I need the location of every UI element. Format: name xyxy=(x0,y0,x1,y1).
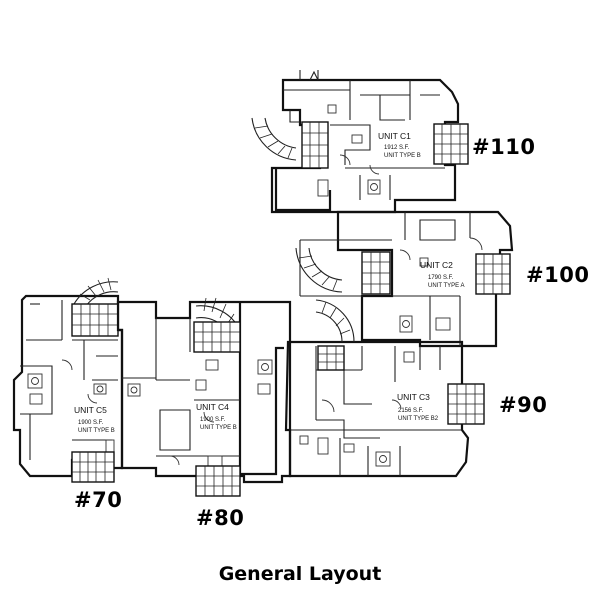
unit-type: UNIT TYPE B xyxy=(384,153,421,159)
courtyard-c4-top xyxy=(193,321,241,353)
courtyard-c2-right xyxy=(475,253,511,295)
courtyard-c3-left xyxy=(317,345,345,371)
unit-area: 2156 S.F. xyxy=(398,408,424,414)
unit-label-c5: UNIT C5 1900 S.F. UNIT TYPE B xyxy=(74,405,115,434)
lot-number-c1: #110 xyxy=(472,135,536,159)
unit-area: 1900 S.F. xyxy=(78,420,104,426)
lot-number-c3: #90 xyxy=(499,393,548,417)
unit-area: 1912 S.F. xyxy=(384,145,410,151)
courtyard-c5-bottom xyxy=(71,451,115,483)
patio-arc-c1 xyxy=(251,117,297,161)
patio-arc-c5 xyxy=(73,277,119,307)
unit-name: UNIT C5 xyxy=(74,405,107,415)
unit-type: UNIT TYPE B2 xyxy=(398,416,439,422)
courtyard-c1-right xyxy=(433,123,469,165)
unit-label-c1: UNIT C1 1912 S.F. UNIT TYPE B xyxy=(378,131,421,159)
unit-label-c4: UNIT C4 1900 S.F. UNIT TYPE B xyxy=(196,402,237,431)
courtyard-c5-top xyxy=(71,303,119,337)
unit-area: 1790 S.F. xyxy=(428,275,454,281)
unit-type: UNIT TYPE B xyxy=(78,428,115,434)
unit-c2-plan xyxy=(299,210,514,348)
unit-label-c2: UNIT C2 1790 S.F. UNIT TYPE A xyxy=(420,260,464,289)
unit-label-c3: UNIT C3 2156 S.F. UNIT TYPE B2 xyxy=(397,392,439,422)
unit-name: UNIT C1 xyxy=(378,131,411,141)
courtyard-c2-left xyxy=(361,251,391,295)
patio-arc-c3 xyxy=(315,299,355,343)
lot-number-c2: #100 xyxy=(526,263,590,287)
unit-name: UNIT C3 xyxy=(397,392,430,402)
unit-area: 1900 S.F. xyxy=(200,417,226,423)
figure-caption: General Layout xyxy=(218,563,382,585)
lot-number-c4: #80 xyxy=(196,506,245,530)
courtyard-c3-right xyxy=(447,383,485,425)
unit-type: UNIT TYPE A xyxy=(428,283,464,289)
unit-name: UNIT C4 xyxy=(196,402,229,412)
unit-c3-plan xyxy=(284,340,470,478)
lot-number-c5: #70 xyxy=(74,488,123,512)
courtyard-c1-left xyxy=(301,121,329,169)
patio-arc-c2 xyxy=(295,247,343,293)
unit-type: UNIT TYPE B xyxy=(200,425,237,431)
courtyard-c4-bottom xyxy=(195,465,241,497)
unit-name: UNIT C2 xyxy=(420,260,453,270)
unit-c1-plan xyxy=(270,70,460,214)
